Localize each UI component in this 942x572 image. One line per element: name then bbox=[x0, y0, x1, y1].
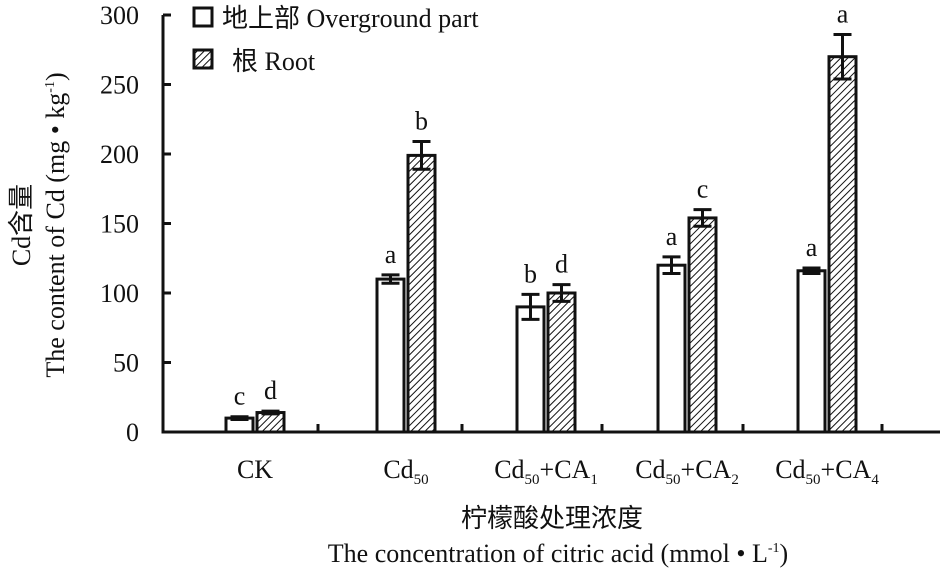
y-axis-label-cn: Cd含量 bbox=[7, 184, 36, 266]
legend-swatch-overground bbox=[192, 6, 214, 28]
y-tick-label: 150 bbox=[100, 210, 139, 239]
significance-letter: d bbox=[264, 376, 277, 405]
x-tick-label: CK bbox=[237, 455, 273, 484]
y-tick-label: 200 bbox=[100, 140, 139, 169]
bar-root bbox=[687, 216, 718, 434]
y-tick-label: 100 bbox=[100, 279, 139, 308]
bar-overground bbox=[796, 269, 827, 434]
significance-letter: b bbox=[415, 106, 428, 135]
y-tick-label: 300 bbox=[100, 1, 139, 30]
legend-swatch-root bbox=[192, 48, 214, 70]
bar-overground bbox=[375, 277, 406, 434]
significance-letter: a bbox=[385, 240, 397, 269]
legend-label-root: 根 Root bbox=[232, 47, 316, 76]
x-tick-label: Cd50+CA4 bbox=[775, 455, 879, 488]
significance-letter: a bbox=[666, 222, 678, 251]
significance-letter: b bbox=[524, 259, 537, 288]
y-axis-label-en: The content of Cd (mg • kg-1) bbox=[41, 72, 70, 377]
y-tick-label: 250 bbox=[100, 71, 139, 100]
significance-letter: a bbox=[806, 233, 818, 262]
legend-label-overground: 地上部 Overground part bbox=[222, 4, 479, 33]
significance-letter: a bbox=[837, 0, 849, 28]
x-tick-label: Cd50+CA1 bbox=[494, 455, 598, 488]
significance-letter: c bbox=[234, 382, 246, 411]
bar-overground bbox=[656, 263, 687, 434]
y-tick-label: 50 bbox=[113, 349, 139, 378]
significance-letter: d bbox=[555, 250, 568, 279]
x-tick-label: Cd50 bbox=[383, 455, 428, 488]
bar-overground bbox=[515, 305, 546, 434]
legend: 地上部 Overground part 根 Root bbox=[192, 4, 479, 76]
bar-root bbox=[546, 291, 577, 434]
x-axis-label-cn: 柠檬酸处理浓度 bbox=[461, 504, 643, 533]
bar-root bbox=[406, 153, 437, 434]
bar-root bbox=[827, 55, 858, 434]
y-tick-label: 0 bbox=[126, 418, 139, 447]
bar-root bbox=[255, 411, 286, 434]
x-tick-label: Cd50+CA2 bbox=[635, 455, 739, 488]
significance-letter: c bbox=[697, 175, 709, 204]
x-axis-label-en: The concentration of citric acid (mmol •… bbox=[328, 539, 788, 568]
